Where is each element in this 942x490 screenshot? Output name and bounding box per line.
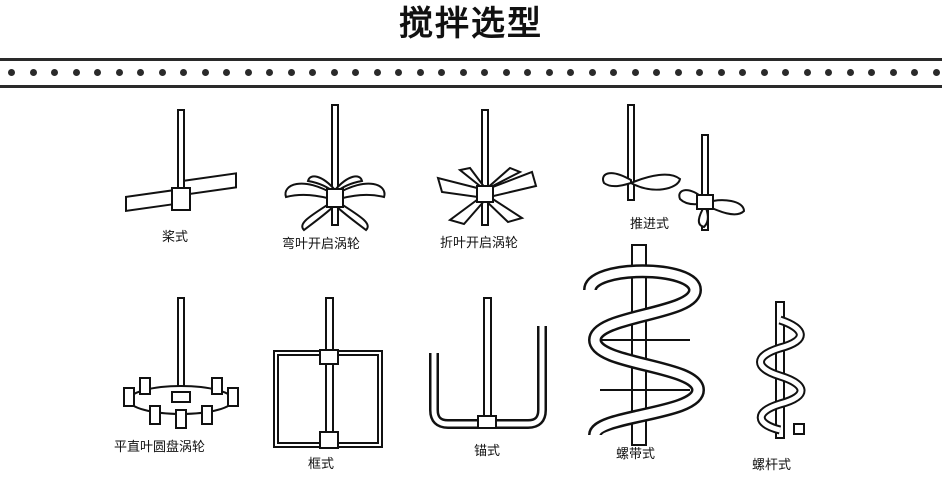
divider-dot xyxy=(825,69,832,76)
propeller-agitator-drawing xyxy=(602,104,746,231)
divider-dot xyxy=(502,69,510,76)
divider-dot xyxy=(244,69,252,76)
divider-dot xyxy=(653,69,660,76)
dotted-divider xyxy=(0,58,942,90)
helical-screw-agitator-drawing xyxy=(756,301,806,439)
helical-screw-label: 螺杆式 xyxy=(752,458,792,473)
anchor-agitator: 锚式 xyxy=(428,297,558,463)
helical-screw-agitator: 螺杆式 xyxy=(742,298,852,473)
flat-blade-disc-turbine: 平直叶圆盘涡轮 xyxy=(110,297,260,458)
divider-dot xyxy=(545,69,553,76)
divider-dot xyxy=(137,69,144,76)
divider-dot xyxy=(158,69,166,76)
curved-blade-turbine: 弯叶开启涡轮 xyxy=(272,104,402,252)
frame-agitator-drawing xyxy=(273,297,383,449)
divider-dot xyxy=(330,69,338,76)
paddle-agitator: 桨式 xyxy=(118,109,248,250)
pitched-blade-turbine-label: 折叶开启涡轮 xyxy=(440,236,519,251)
divider-dot xyxy=(51,69,58,76)
anchor-label: 锚式 xyxy=(474,444,501,459)
divider-line-top xyxy=(0,58,942,61)
propeller-label: 推进式 xyxy=(630,217,670,232)
pitched-blade-turbine: 折叶开启涡轮 xyxy=(430,109,560,251)
divider-dot xyxy=(932,69,940,76)
divider-dot xyxy=(180,69,187,76)
pitched-blade-turbine-drawing xyxy=(436,109,538,226)
divider-dot xyxy=(803,69,811,76)
divider-dot xyxy=(610,69,617,76)
divider-dot xyxy=(868,69,875,76)
flat-blade-disc-turbine-drawing xyxy=(123,297,239,429)
anchor-agitator-drawing xyxy=(429,297,547,429)
divider-dot xyxy=(889,69,897,76)
divider-dot xyxy=(201,69,209,76)
divider-dot xyxy=(309,69,316,76)
divider-dot xyxy=(287,69,295,76)
divider-dot xyxy=(352,69,359,76)
divider-dot xyxy=(696,69,703,76)
divider-dot xyxy=(29,69,37,76)
divider-dot xyxy=(782,69,789,76)
propeller-agitator: 推进式 xyxy=(598,104,758,245)
helical-ribbon-agitator: 螺带式 xyxy=(580,244,710,465)
curved-blade-turbine-label: 弯叶开启涡轮 xyxy=(282,237,361,252)
divider-dot xyxy=(94,69,101,76)
divider-dot xyxy=(223,69,230,76)
divider-dot xyxy=(760,69,768,76)
helical-ribbon-agitator-drawing xyxy=(583,244,706,446)
divider-dot xyxy=(395,69,402,76)
divider-dot xyxy=(459,69,467,76)
divider-dot xyxy=(524,69,531,76)
helical-ribbon-label: 螺带式 xyxy=(616,447,656,462)
divider-dot xyxy=(846,69,854,76)
paddle-agitator-drawing xyxy=(125,109,237,213)
divider-dot xyxy=(438,69,445,76)
curved-blade-turbine-drawing xyxy=(284,104,386,232)
paddle-label: 桨式 xyxy=(162,230,189,245)
divider-dot xyxy=(739,69,746,76)
divider-dot xyxy=(481,69,488,76)
divider-dot xyxy=(911,69,918,76)
flat-blade-disc-turbine-label: 平直叶圆盘涡轮 xyxy=(114,440,206,455)
divider-dot xyxy=(266,69,273,76)
divider-dot-row xyxy=(0,69,942,77)
frame-agitator: 框式 xyxy=(270,297,390,473)
divider-dot xyxy=(373,69,381,76)
page-title: 搅拌选型 xyxy=(399,4,543,44)
divider-dot xyxy=(115,69,123,76)
divider-dot xyxy=(588,69,596,76)
divider-dot xyxy=(416,69,424,76)
divider-dot xyxy=(72,69,80,76)
divider-dot xyxy=(631,69,639,76)
divider-line-bottom xyxy=(0,85,942,88)
divider-dot xyxy=(674,69,682,76)
divider-dot xyxy=(8,69,15,76)
divider-dot xyxy=(717,69,725,76)
divider-dot xyxy=(567,69,574,76)
frame-label: 框式 xyxy=(308,457,335,472)
